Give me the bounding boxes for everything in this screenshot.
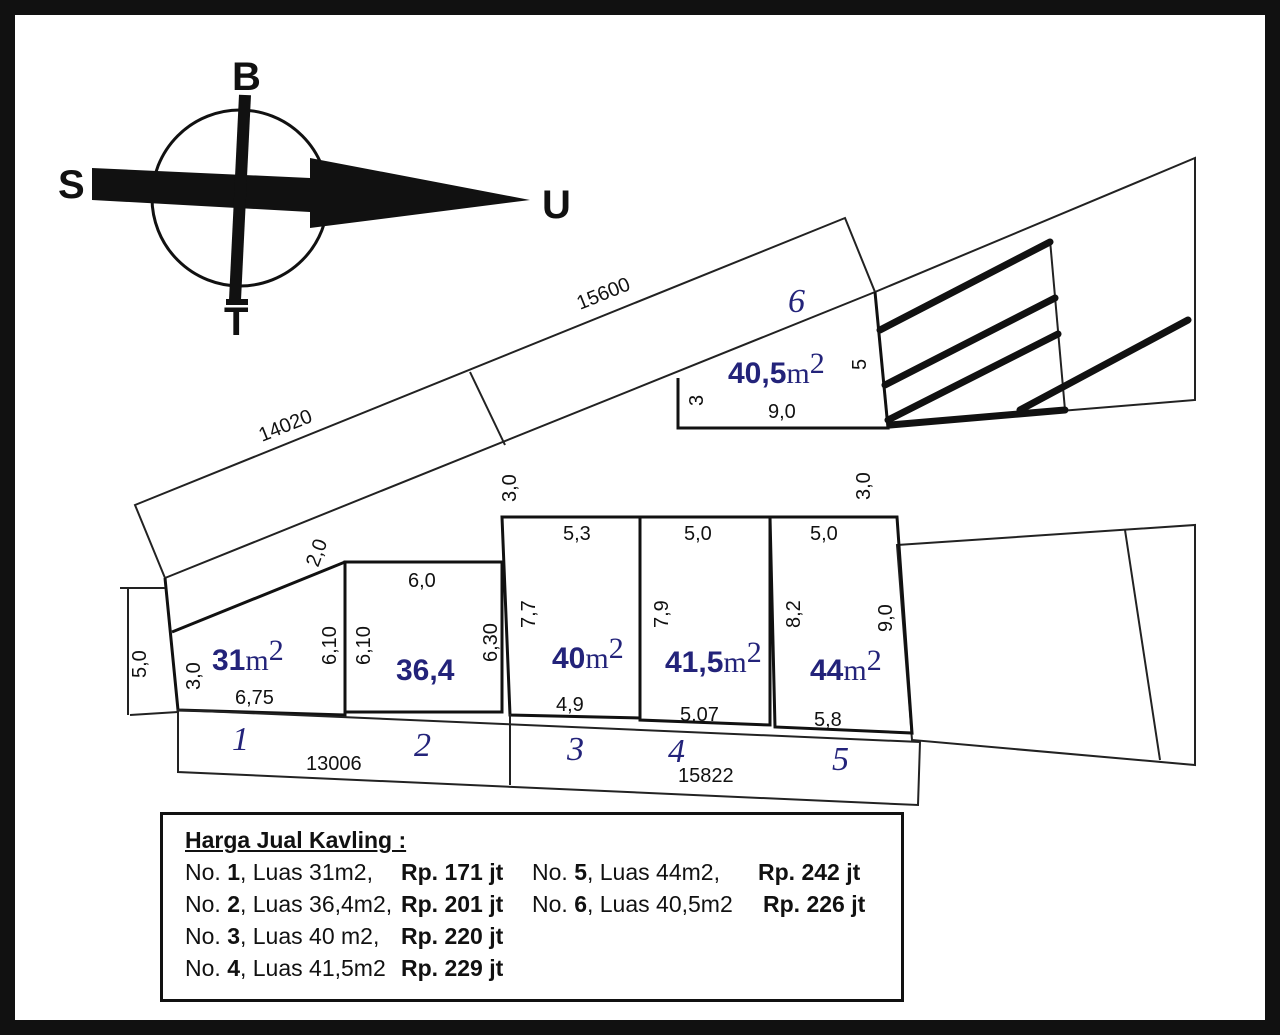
price-legend: Harga Jual Kavling : No. 1, Luas 31m2,Rp… — [160, 812, 904, 1002]
compass-icon: B S U T — [58, 55, 571, 344]
plot-2-left-dim: 6,10 — [353, 626, 375, 665]
plot-4[interactable]: 41,5m2 5,0 5,07 7,9 4 — [638, 515, 772, 770]
plot-5[interactable]: 44m2 5,0 5,8 8,2 9,0 5 — [768, 515, 914, 778]
plot-5-area: 44m2 — [810, 644, 882, 687]
plot-3-top-dim: 5,3 — [563, 523, 591, 545]
plot-2[interactable]: 36,4 6,0 6,10 6,30 2 — [343, 560, 504, 764]
plot-6-bottom-dim: 9,0 — [768, 401, 796, 423]
plot-3-left-dim: 7,7 — [518, 600, 540, 628]
plot-6-number: 6 — [788, 283, 805, 320]
compass-south-label: S — [58, 163, 85, 207]
legend-column-left: No. 1, Luas 31m2,Rp. 171 jt No. 2, Luas … — [185, 856, 532, 984]
plot-4-top-dim: 5,0 — [684, 523, 712, 545]
legend-item: No. 5, Luas 44m2,Rp. 242 jt — [532, 859, 861, 885]
hatched-area-bottom — [895, 523, 1196, 767]
road-length-left: 14020 — [256, 405, 316, 446]
plot-6-area: 40,5m2 — [728, 347, 825, 390]
plot-2-right-dim: 6,30 — [480, 623, 502, 662]
plot-2-area: 36,4 — [396, 654, 455, 687]
plot-1-bottom-dim: 6,75 — [235, 687, 274, 709]
plot-1-number: 1 — [232, 721, 249, 758]
hatch-thick-lines — [876, 238, 1192, 429]
plot-6-left-dim: 3 — [686, 395, 708, 406]
outer-dimensions: 5,0 13006 15822 — [120, 587, 922, 807]
plot-1-right-dim: 6,10 — [319, 626, 341, 665]
compass-east-label: T — [224, 300, 248, 344]
plot-3[interactable]: 40m2 5,3 4,9 7,7 3 — [500, 515, 642, 768]
plot-4-area: 41,5m2 — [665, 636, 762, 679]
legend-title: Harga Jual Kavling : — [185, 827, 407, 853]
plot-5-top-dim: 5,0 — [810, 523, 838, 545]
compass-west-label: B — [232, 55, 261, 99]
plot-6[interactable]: 6 40,5m2 5 3 9,0 — [676, 283, 890, 430]
legend-column-right: No. 5, Luas 44m2,Rp. 242 jt No. 6, Luas … — [532, 856, 879, 984]
plot-2-number: 2 — [414, 727, 431, 764]
plot-1[interactable]: 31m2 3,0 6,10 6,75 1 — [163, 560, 347, 758]
access-road: 14020 15600 2,0 3,0 3,0 — [133, 216, 877, 580]
legend-item: No. 2, Luas 36,4m2,Rp. 201 jt — [185, 891, 504, 917]
bottom-right-length: 15822 — [678, 765, 734, 787]
road-length-right: 15600 — [574, 273, 634, 314]
bottom-left-length: 13006 — [306, 753, 362, 775]
road-width-right: 3,0 — [853, 472, 875, 500]
legend-item: No. 1, Luas 31m2,Rp. 171 jt — [185, 859, 504, 885]
compass-north-label: U — [542, 183, 571, 227]
road-width-left: 2,0 — [302, 536, 332, 570]
road-width-mid: 3,0 — [499, 474, 521, 502]
plot-5-right-dim: 9,0 — [875, 604, 897, 632]
plot-5-number: 5 — [832, 741, 849, 778]
hatched-area-top — [873, 156, 1196, 427]
plot-4-left-dim: 7,9 — [651, 600, 673, 628]
plot-3-number: 3 — [566, 731, 584, 768]
plot-2-top-dim: 6,0 — [408, 570, 436, 592]
plot-4-number: 4 — [668, 733, 685, 770]
plot-5-bottom-dim: 5,8 — [814, 709, 842, 731]
left-height-dim: 5,0 — [129, 650, 151, 678]
plot-3-area: 40m2 — [552, 632, 624, 675]
plot-1-left-dim: 3,0 — [183, 662, 205, 690]
plot-3-bottom-dim: 4,9 — [556, 694, 584, 716]
plot-5-left-dim: 8,2 — [783, 600, 805, 628]
plot-4-bottom-dim: 5,07 — [680, 704, 719, 726]
plot-6-right-dim: 5 — [849, 359, 871, 370]
plot-1-area: 31m2 — [212, 634, 284, 677]
legend-item: No. 3, Luas 40 m2,Rp. 220 jt — [185, 923, 504, 949]
